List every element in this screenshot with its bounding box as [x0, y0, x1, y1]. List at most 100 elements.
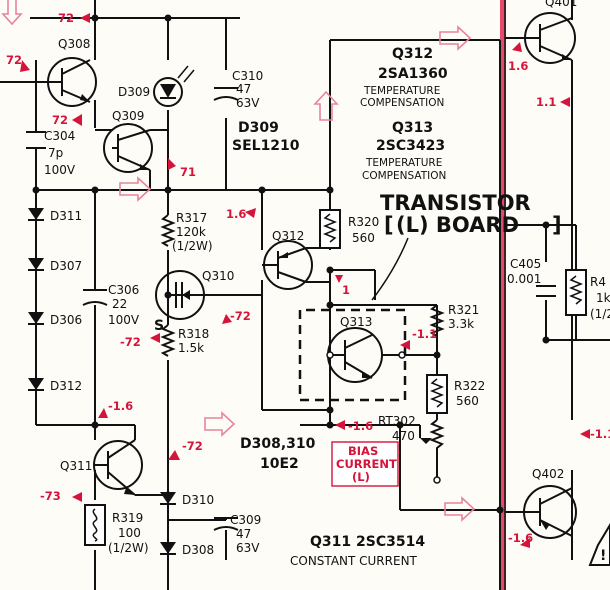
board-leader-line	[371, 237, 409, 301]
c304-value: 7p	[48, 146, 63, 160]
junctions	[32, 14, 550, 514]
c310-name: C310	[232, 69, 263, 83]
v-q313: -1.1	[412, 327, 437, 341]
resistor-r4xx	[565, 269, 587, 316]
q311-note-desc: CONSTANT CURRENT	[290, 554, 418, 568]
q313-note-line4: COMPENSATION	[362, 170, 446, 182]
q311-label: Q311	[60, 459, 92, 473]
transistor-q308	[47, 57, 97, 107]
transistor-q312	[262, 240, 330, 290]
resistor-r319	[84, 504, 106, 546]
v-q401: 1.6	[508, 59, 528, 73]
v-s: -72	[120, 335, 141, 349]
q313-note-line3: TEMPERATURE	[365, 157, 442, 169]
transistor-q401	[505, 12, 576, 64]
v-q310: -72	[230, 309, 251, 323]
c309-name: C309	[230, 513, 261, 527]
q308-label: Q308	[58, 37, 90, 51]
d309-label: D309	[118, 85, 150, 99]
q313-note-part: 2SC3423	[376, 138, 445, 154]
v-q402-top: -1.1	[590, 427, 610, 441]
r4-power: (1/2	[590, 307, 610, 321]
v-q309: 72	[52, 113, 68, 127]
board-title-line1: TRANSISTOR	[380, 191, 531, 215]
v-71: 71	[180, 165, 196, 179]
d312-label: D312	[50, 379, 82, 393]
q310-label: Q310	[202, 269, 234, 283]
d310-label: D310	[182, 493, 214, 507]
r321-value: 3.3k	[448, 317, 474, 331]
c306-value: 22	[112, 297, 127, 311]
bias-line3: (L)	[352, 470, 370, 484]
diode-d310-d308	[160, 492, 176, 555]
d307-label: D307	[50, 259, 82, 273]
warning-icon: !	[588, 523, 610, 566]
c309-voltage: 63V	[236, 541, 260, 555]
q311-note-part: Q311 2SC3514	[310, 534, 425, 550]
trimmer-rt302	[419, 419, 445, 484]
d308-note-part: 10E2	[260, 456, 299, 472]
v-q311-top: -1.6	[108, 399, 133, 413]
c405-name: C405	[510, 257, 541, 271]
r319-name: R319	[112, 511, 143, 525]
d308-note-name: D308,310	[240, 436, 316, 452]
capacitor-c405	[536, 285, 556, 297]
transistor-q313	[326, 327, 406, 383]
capacitor-c309	[168, 517, 239, 560]
rt302-name: RT302	[378, 414, 416, 428]
capacitor-c304	[26, 131, 46, 149]
resistor-r322	[426, 374, 448, 414]
v-q312: 1.6	[226, 207, 246, 221]
bias-line2: CURRENT	[336, 457, 397, 471]
capacitor-c306	[82, 289, 108, 306]
c405-value: 0.001	[507, 272, 541, 286]
c306-name: C306	[108, 283, 139, 297]
voltage-markers	[20, 13, 590, 548]
transistor-q310	[155, 270, 205, 320]
board-edge-stripe	[500, 0, 506, 590]
c304-name: C304	[44, 129, 75, 143]
diode-string	[28, 208, 44, 391]
d309-note-name: D309	[238, 120, 279, 136]
v-rt: -1.6	[348, 419, 373, 433]
resistor-r320	[319, 209, 341, 249]
r317-power: (1/2W)	[172, 239, 213, 253]
r319-value: 100	[118, 526, 141, 540]
resistor-r317	[160, 214, 176, 247]
resistor-r321	[429, 304, 445, 337]
v-d310: -72	[182, 439, 203, 453]
q313-dashed-outline	[298, 308, 407, 402]
rt302-value: 470	[392, 429, 415, 443]
capacitor-c310	[213, 87, 239, 101]
signal-arrows	[1, 0, 476, 522]
q309-label: Q309	[112, 109, 144, 123]
board-title-line2: (L) BOARD	[396, 213, 519, 237]
pin-s-label: S	[154, 318, 164, 334]
diode-d309	[153, 65, 195, 107]
q402-label: Q402	[532, 467, 564, 481]
v-q308: 72	[6, 53, 22, 67]
r321-name: R321	[448, 303, 479, 317]
q312-note-part: 2SA1360	[378, 66, 448, 82]
r4-name: R4	[590, 275, 606, 289]
c310-voltage: 63V	[236, 96, 260, 110]
q313-note-name: Q313	[392, 120, 433, 136]
r322-value: 560	[456, 394, 479, 408]
v-top: 72	[58, 11, 74, 25]
r318-name: R318	[178, 327, 209, 341]
r322-name: R322	[454, 379, 485, 393]
bias-line1: BIAS	[348, 444, 378, 458]
c309-value: 47	[236, 527, 251, 541]
q312-note-name: Q312	[392, 46, 433, 62]
q312-note-line3: TEMPERATURE	[363, 85, 440, 97]
v-q311-base: -73	[40, 489, 61, 503]
r317-name: R317	[176, 211, 207, 225]
d306-label: D306	[50, 313, 82, 327]
board-bracket-left: [	[384, 213, 394, 237]
q312-label: Q312	[272, 229, 304, 243]
r320-value: 560	[352, 231, 375, 245]
r317-value: 120k	[176, 225, 206, 239]
r4-value: 1k	[596, 291, 610, 305]
resistor-r318	[160, 324, 176, 357]
